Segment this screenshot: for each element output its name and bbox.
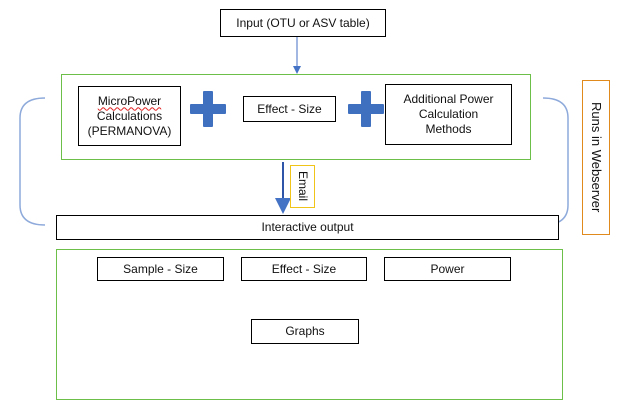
- graphs-label: Graphs: [285, 324, 325, 338]
- power-box: Power: [384, 257, 511, 281]
- email-box: Email: [290, 165, 315, 208]
- input-box: Input (OTU or ASV table): [220, 9, 386, 37]
- additional-methods-label: Additional Power Calculation Methods: [403, 92, 494, 136]
- interactive-output-label: Interactive output: [261, 220, 354, 234]
- output-effect-size-label: Effect - Size: [271, 261, 337, 276]
- calculations-label: Calculations: [96, 108, 163, 123]
- micropower-label: MicroPower: [97, 93, 162, 108]
- calculations-container: [61, 74, 531, 160]
- micropower-calculations-box: MicroPower Calculations (PERMANOVA): [78, 86, 181, 146]
- effect-size-box: Effect - Size: [243, 96, 336, 122]
- plus-icon: [348, 91, 384, 127]
- input-label: Input (OTU or ASV table): [236, 15, 370, 30]
- runs-in-webserver-label: Runs in Webserver: [589, 102, 605, 213]
- right-bracket: [542, 97, 569, 226]
- permanova-label: (PERMANOVA): [87, 123, 172, 138]
- outputs-container: [56, 249, 563, 400]
- additional-methods-box: Additional Power Calculation Methods: [385, 84, 512, 145]
- runs-in-webserver-box: Runs in Webserver: [582, 80, 610, 235]
- sample-size-box: Sample - Size: [97, 257, 224, 281]
- graphs-box: Graphs: [251, 319, 359, 344]
- sample-size-label: Sample - Size: [123, 261, 198, 276]
- effect-size-label: Effect - Size: [257, 101, 322, 116]
- left-bracket: [19, 97, 46, 226]
- plus-icon: [190, 91, 226, 127]
- email-label: Email: [296, 171, 310, 202]
- interactive-output-box: Interactive output: [56, 215, 559, 240]
- power-label: Power: [430, 261, 465, 276]
- output-effect-size-box: Effect - Size: [241, 257, 367, 281]
